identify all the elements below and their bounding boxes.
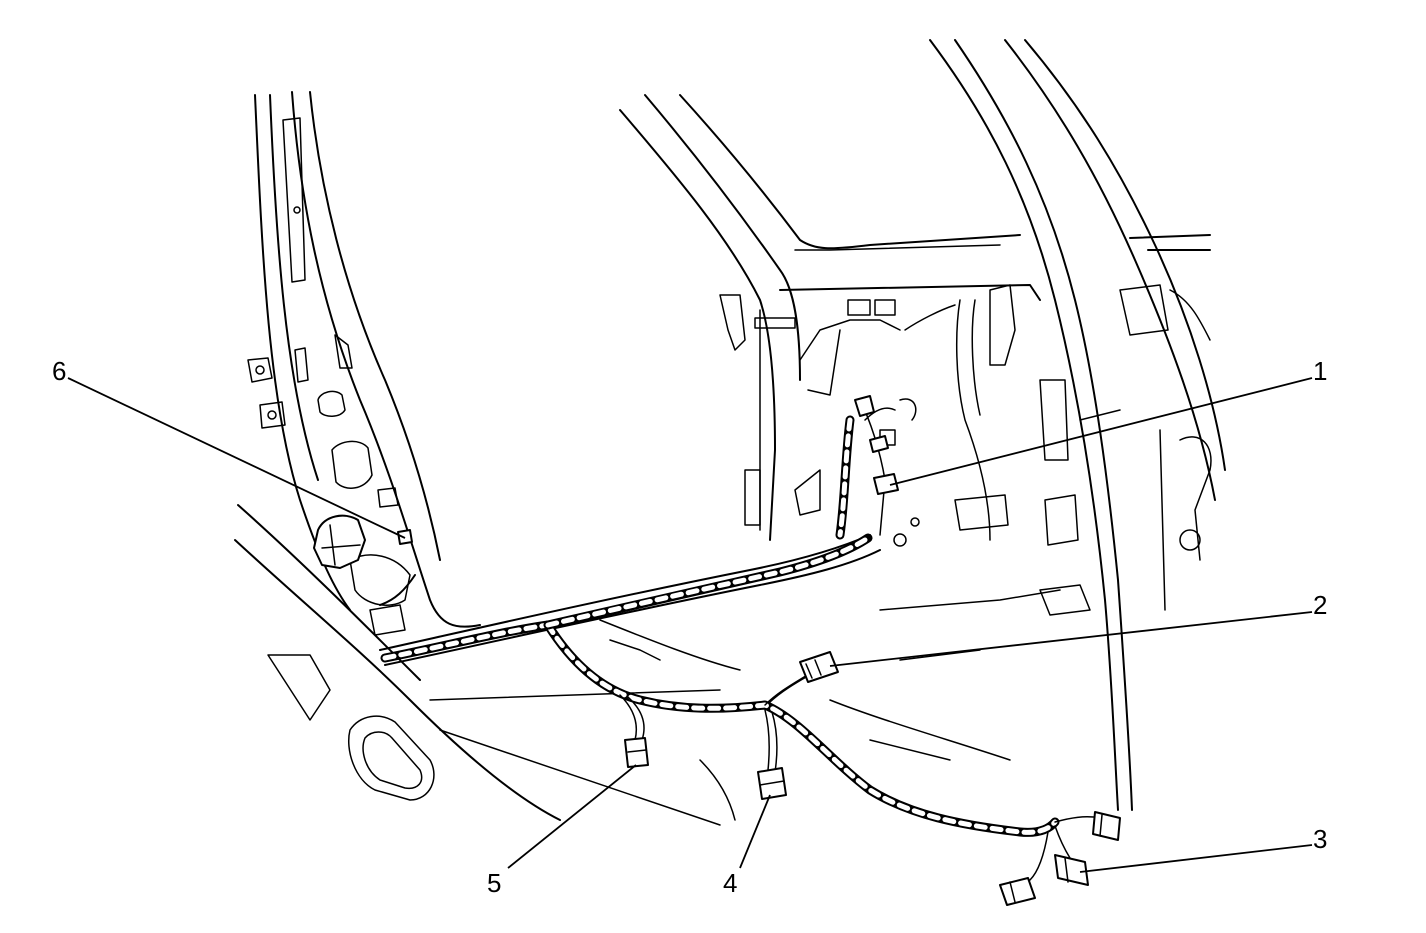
right-pillar [929, 39, 1226, 811]
b-pillar [234, 91, 561, 821]
connector-3b [1054, 854, 1089, 886]
connector-4 [757, 767, 787, 800]
connector-2 [799, 651, 839, 683]
floor-harness [380, 533, 1101, 881]
floor-sill [379, 534, 1061, 826]
connector-3a [1092, 811, 1121, 841]
callout-2: 2 [1313, 590, 1327, 620]
connector-6 [313, 514, 413, 569]
callout-3: 3 [1313, 824, 1327, 854]
leader-lines [67, 377, 1313, 873]
vertical-harness [835, 395, 899, 540]
callout-5: 5 [487, 868, 501, 898]
callout-6: 6 [52, 356, 66, 386]
callout-1: 1 [1313, 356, 1327, 386]
connector-3c [999, 877, 1036, 906]
callout-4: 4 [723, 868, 737, 898]
connector-5 [624, 737, 649, 768]
